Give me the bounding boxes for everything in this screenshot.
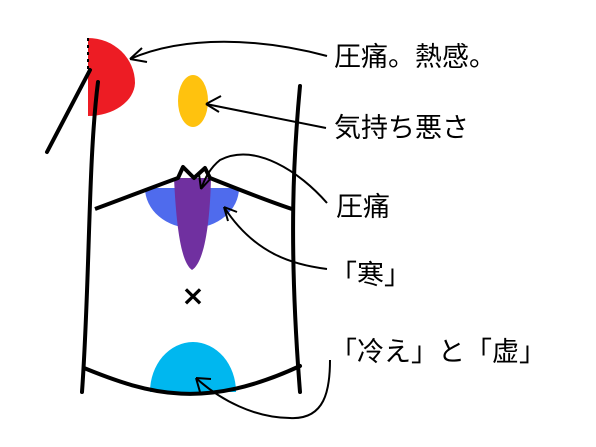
pain-heat-label: 圧痛。熱感。 [334,42,496,73]
nausea-region [178,75,208,127]
body-outline-left-shoulder [45,68,92,154]
arrow-cold [223,206,328,270]
arrow-pain [198,153,328,204]
cold-label: 「寒」 [330,260,411,291]
navel-cross-mark: × [181,279,204,312]
rib-line [94,165,293,211]
arrow-nausea [205,95,327,129]
body-outline-left [80,80,100,394]
pain-heat-region [88,38,135,116]
nausea-label: 気持ち悪さ [334,113,469,144]
cold-region [174,178,211,270]
lower-abdomen-line [82,364,302,396]
body-outline-right [291,84,302,394]
cold-deficiency-region [150,342,236,392]
arrow-cold-deficiency [195,359,331,420]
cold-deficiency-label: 「冷え」と「虚」 [330,337,546,368]
pain-label: 圧痛 [336,192,390,223]
arrow-pain-heat [129,40,328,63]
